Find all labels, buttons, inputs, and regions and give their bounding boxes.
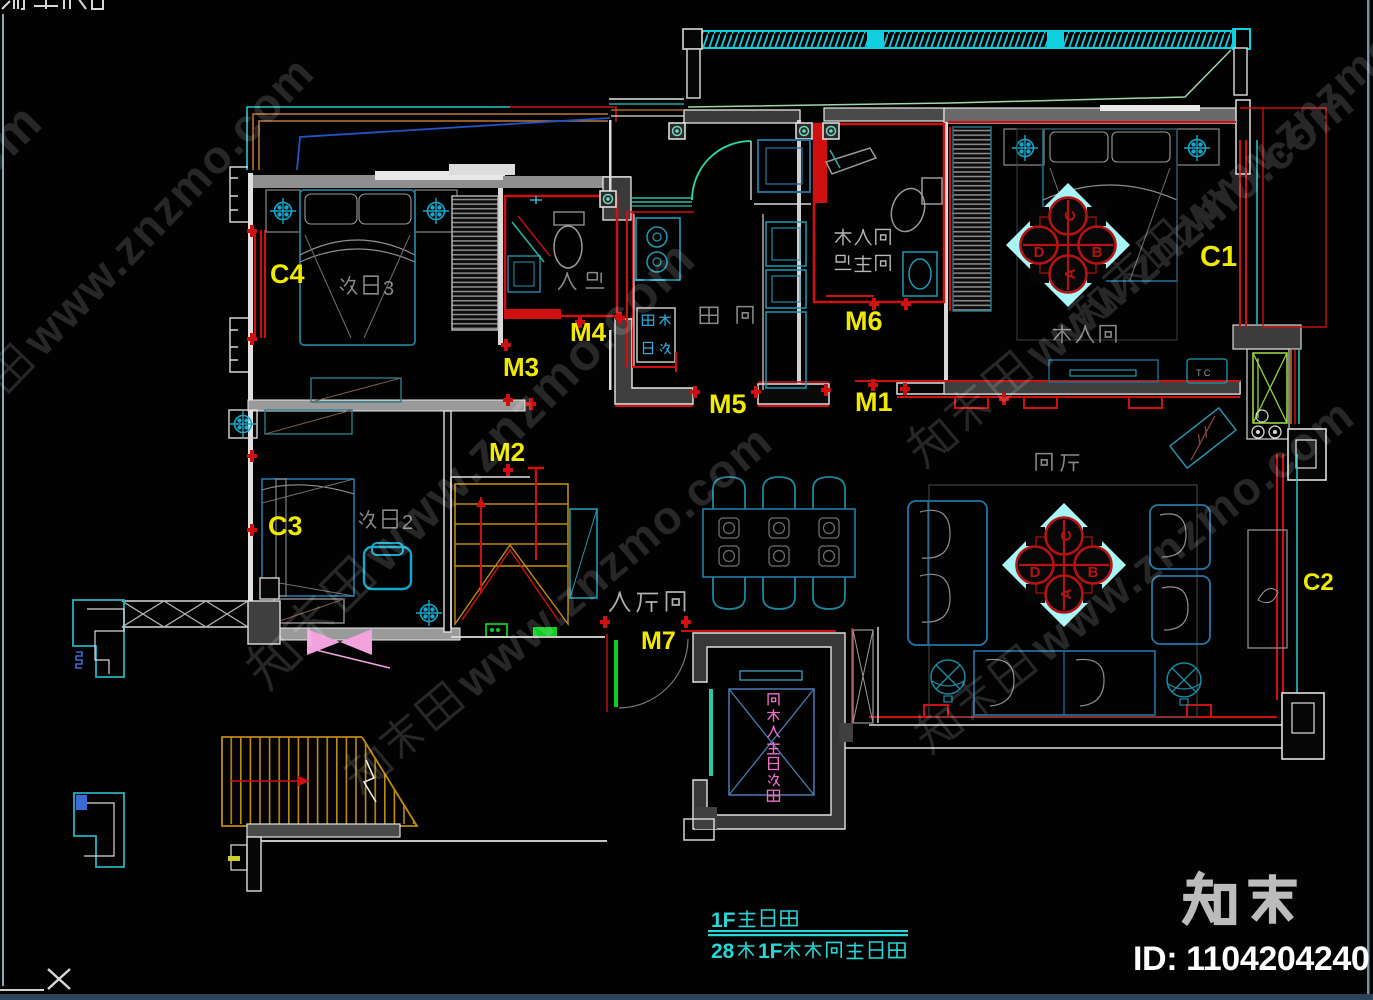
svg-text:ID: 1104204240: ID: 1104204240: [1133, 940, 1369, 978]
svg-text:M7: M7: [641, 627, 676, 655]
svg-text:M5: M5: [709, 389, 747, 419]
svg-text:M4: M4: [570, 317, 607, 347]
svg-text:3: 3: [383, 278, 394, 300]
svg-text:M1: M1: [855, 387, 893, 417]
svg-text:C1: C1: [1200, 241, 1237, 273]
svg-text:1F: 1F: [711, 909, 736, 932]
svg-text:2: 2: [402, 512, 413, 534]
svg-text:C4: C4: [270, 259, 305, 289]
svg-text:1F: 1F: [758, 940, 783, 963]
svg-text:M3: M3: [503, 352, 539, 382]
svg-text:M2: M2: [489, 437, 525, 467]
svg-text:C3: C3: [268, 511, 303, 541]
svg-text:M6: M6: [845, 306, 883, 336]
svg-text:T C: T C: [1196, 368, 1211, 378]
svg-text:C2: C2: [1303, 569, 1334, 596]
svg-text:28: 28: [711, 940, 735, 963]
